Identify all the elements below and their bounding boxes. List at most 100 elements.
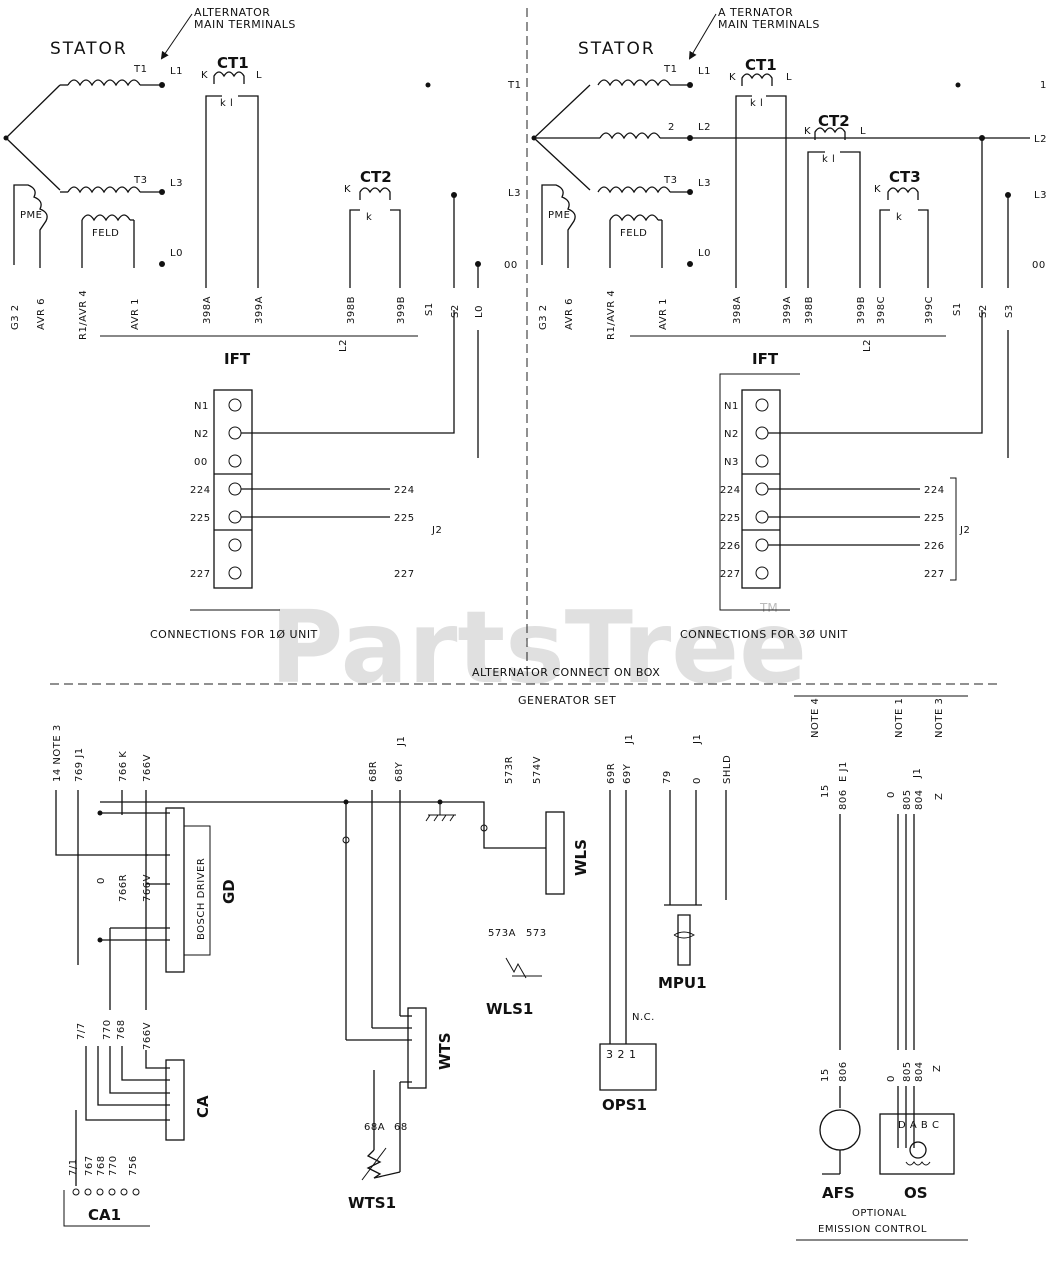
svg-text:68R: 68R bbox=[368, 761, 379, 782]
ct2-label: CT2 bbox=[360, 168, 392, 186]
svg-text:L3: L3 bbox=[698, 178, 711, 189]
svg-text:224: 224 bbox=[924, 485, 945, 496]
ct2-coil bbox=[359, 187, 391, 200]
svg-text:L3: L3 bbox=[508, 188, 521, 199]
svg-text:573A: 573A bbox=[488, 928, 516, 939]
svg-text:768: 768 bbox=[96, 1155, 107, 1176]
svg-text:769 J1: 769 J1 bbox=[74, 747, 85, 782]
t1-label: T1 bbox=[133, 64, 147, 75]
single-phase-wire-labels: G3 2 AVR 6 R1/AVR 4 AVR 1 398A 399A 398B… bbox=[10, 290, 485, 352]
svg-text:AVR 1: AVR 1 bbox=[130, 298, 141, 330]
ca1-pins bbox=[72, 1188, 140, 1196]
svg-text:399B: 399B bbox=[396, 296, 407, 324]
wts-label: WTS bbox=[436, 1032, 454, 1070]
svg-text:L3: L3 bbox=[1034, 190, 1047, 201]
svg-text:806: 806 bbox=[838, 1061, 849, 1082]
svg-text:766R: 766R bbox=[118, 874, 129, 902]
svg-text:399A: 399A bbox=[254, 296, 265, 324]
svg-text:766V: 766V bbox=[142, 1022, 153, 1050]
svg-text:2: 2 bbox=[668, 122, 675, 133]
svg-text:L0: L0 bbox=[474, 305, 485, 318]
pme-label: PME bbox=[20, 210, 42, 221]
ca-connector bbox=[165, 1059, 185, 1141]
ct1-coil bbox=[213, 71, 245, 84]
mpu1-sensor bbox=[664, 904, 702, 966]
svg-text:806: 806 bbox=[838, 789, 849, 810]
svg-text:Z: Z bbox=[932, 1065, 943, 1072]
field-label: FELD bbox=[92, 228, 119, 239]
svg-text:225: 225 bbox=[394, 513, 415, 524]
watermark: PartsTree bbox=[270, 589, 807, 706]
wls1-sensor bbox=[505, 957, 542, 979]
svg-text:J1: J1 bbox=[396, 736, 407, 747]
svg-text:3 2 1: 3 2 1 bbox=[606, 1048, 637, 1061]
afs-label: AFS bbox=[822, 1184, 855, 1202]
svg-text:15: 15 bbox=[820, 784, 831, 798]
svg-text:NOTE 4: NOTE 4 bbox=[810, 698, 821, 738]
svg-text:770: 770 bbox=[108, 1155, 119, 1176]
svg-text:804: 804 bbox=[914, 1061, 925, 1082]
ops1-label: OPS1 bbox=[602, 1096, 647, 1114]
svg-text:399C: 399C bbox=[924, 296, 935, 324]
svg-text:L2: L2 bbox=[698, 122, 711, 133]
svg-text:14 NOTE 3: 14 NOTE 3 bbox=[52, 724, 63, 782]
svg-text:398C: 398C bbox=[876, 296, 887, 324]
svg-text:Z: Z bbox=[934, 793, 945, 800]
svg-text:R1/AVR 4: R1/AVR 4 bbox=[78, 290, 89, 340]
ift-label: IFT bbox=[224, 350, 251, 368]
svg-text:756: 756 bbox=[128, 1155, 139, 1176]
svg-text:J1: J1 bbox=[912, 768, 923, 779]
svg-text:225: 225 bbox=[924, 513, 945, 524]
svg-text:00: 00 bbox=[194, 457, 208, 468]
svg-text:S2: S2 bbox=[450, 304, 461, 318]
svg-text:R1/AVR 4: R1/AVR 4 bbox=[606, 290, 617, 340]
ift-3ph-label: IFT bbox=[752, 350, 779, 368]
svg-text:S1: S1 bbox=[424, 302, 435, 316]
ops1-block bbox=[599, 1043, 657, 1091]
alt-terminals-line1: ALTERNATOR bbox=[194, 6, 270, 19]
coil-t3 bbox=[67, 186, 141, 194]
svg-text:7/1: 7/1 bbox=[68, 1158, 79, 1176]
svg-text:L1: L1 bbox=[698, 66, 711, 77]
svg-text:1: 1 bbox=[1040, 80, 1047, 91]
svg-text:227: 227 bbox=[720, 569, 741, 580]
svg-text:N.C.: N.C. bbox=[632, 1012, 655, 1023]
svg-text:A TERNATOR: A TERNATOR bbox=[718, 6, 793, 19]
svg-text:L2: L2 bbox=[862, 339, 873, 352]
svg-text:226: 226 bbox=[720, 541, 741, 552]
svg-text:68A: 68A bbox=[364, 1122, 385, 1133]
svg-text:7/7: 7/7 bbox=[76, 1022, 87, 1040]
svg-text:K: K bbox=[201, 70, 208, 81]
three-phase-section: A TERNATOR MAIN TERMINALS STATOR T1 L3 0… bbox=[504, 6, 1047, 641]
svg-text:BOSCH DRIVER: BOSCH DRIVER bbox=[196, 858, 207, 940]
svg-text:FELD: FELD bbox=[620, 228, 647, 239]
svg-text:69R: 69R bbox=[606, 763, 617, 784]
trademark: TM bbox=[759, 601, 778, 615]
svg-text:AVR 1: AVR 1 bbox=[658, 298, 669, 330]
svg-text:k l: k l bbox=[750, 98, 763, 109]
svg-text:224: 224 bbox=[190, 485, 211, 496]
wye-arm-3 bbox=[5, 137, 61, 191]
svg-text:D A B C: D A B C bbox=[898, 1120, 939, 1131]
ct1-3ph-label: CT1 bbox=[745, 56, 777, 74]
stator-label: STATOR bbox=[50, 39, 128, 59]
single-phase-footer: CONNECTIONS FOR 1Ø UNIT bbox=[150, 628, 318, 641]
svg-text:227: 227 bbox=[190, 569, 211, 580]
svg-text:574V: 574V bbox=[532, 756, 543, 784]
svg-text:805: 805 bbox=[902, 1061, 913, 1082]
t3-label: T3 bbox=[133, 175, 147, 186]
svg-text:SHLD: SHLD bbox=[722, 755, 733, 784]
single-phase-section: ALTERNATOR MAIN TERMINALS STATOR T1 T3 L… bbox=[3, 6, 485, 641]
svg-text:K: K bbox=[729, 72, 736, 83]
svg-text:N1: N1 bbox=[194, 401, 209, 412]
svg-text:767: 767 bbox=[84, 1155, 95, 1176]
three-phase-wire-labels: G3 2 AVR 6 R1/AVR 4 AVR 1 398A 399A 398B… bbox=[538, 290, 1015, 352]
alt-terminal-arrow bbox=[160, 13, 193, 60]
l1-label: L1 bbox=[170, 66, 183, 77]
ca1-label: CA1 bbox=[88, 1206, 121, 1224]
svg-text:K: K bbox=[344, 184, 351, 195]
svg-text:N3: N3 bbox=[724, 457, 739, 468]
svg-text:227: 227 bbox=[394, 569, 415, 580]
svg-text:L2: L2 bbox=[1034, 134, 1047, 145]
svg-text:398B: 398B bbox=[346, 296, 357, 324]
